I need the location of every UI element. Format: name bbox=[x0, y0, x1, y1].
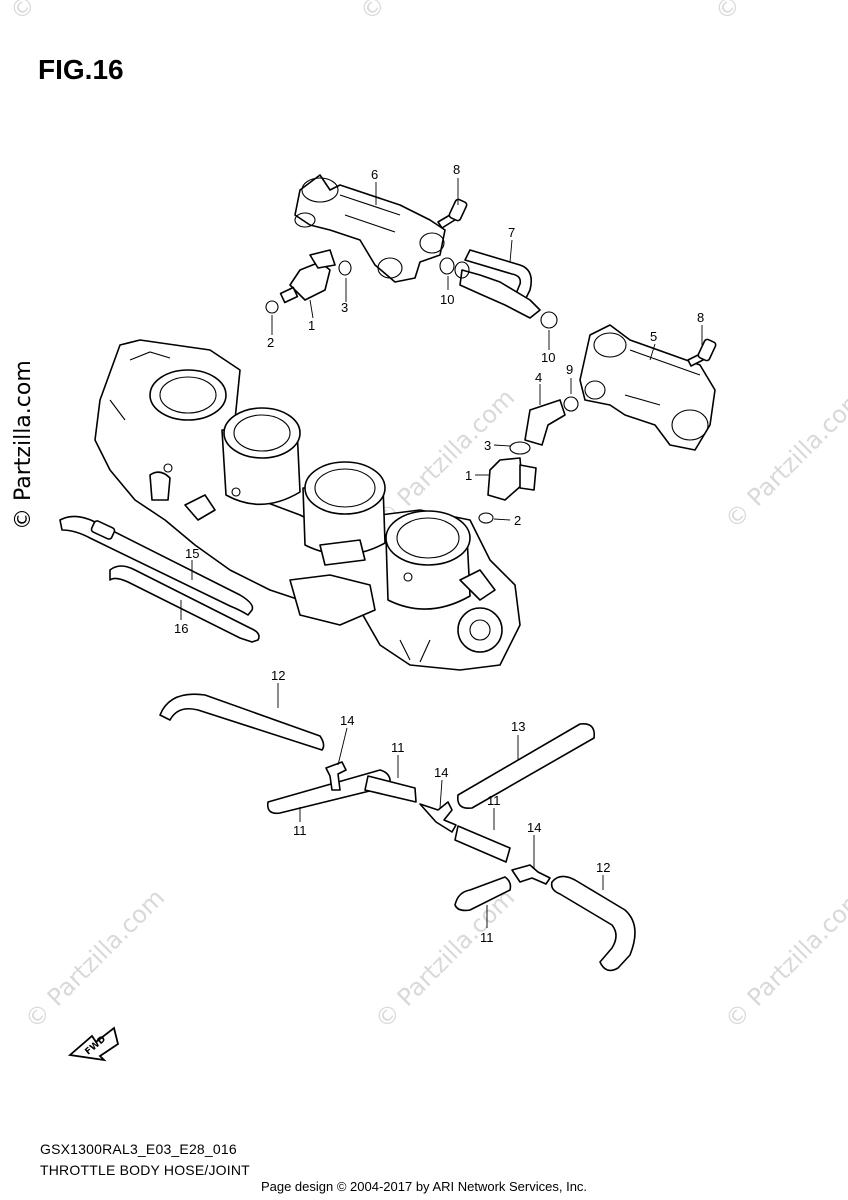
throttle-hoses bbox=[59, 515, 260, 643]
callout: 3 bbox=[484, 438, 491, 453]
watermark: © Partzilla.com bbox=[354, 0, 505, 26]
callout: 11 bbox=[391, 740, 405, 755]
bolt-upper bbox=[437, 198, 468, 229]
callout: 4 bbox=[535, 370, 542, 385]
watermark: © Partzilla.com bbox=[719, 383, 848, 534]
callout: 1 bbox=[465, 468, 472, 483]
watermark: © Partzilla.com bbox=[369, 883, 520, 1034]
callout: 3 bbox=[341, 300, 348, 315]
callout: 9 bbox=[566, 362, 573, 377]
callout: 10 bbox=[541, 350, 555, 365]
callout-numbers: 8 6 7 1 3 10 10 2 8 5 9 4 3 1 2 15 16 12… bbox=[174, 162, 704, 945]
callout: 8 bbox=[697, 310, 704, 325]
callout: 15 bbox=[185, 546, 199, 561]
callout: 11 bbox=[480, 930, 494, 945]
bolt-lower bbox=[687, 338, 717, 367]
leader-lines bbox=[180, 178, 703, 928]
callout: 11 bbox=[487, 793, 501, 808]
hose-short-pieces bbox=[266, 769, 512, 912]
diagram-code: GSX1300RAL3_E03_E28_016 bbox=[40, 1141, 237, 1157]
fuel-hose bbox=[459, 249, 541, 319]
callout: 8 bbox=[453, 162, 460, 177]
hose-lower-bend bbox=[550, 875, 636, 972]
callout: 12 bbox=[596, 860, 610, 875]
callout: 12 bbox=[271, 668, 285, 683]
watermark: © Partzilla.com bbox=[369, 383, 520, 534]
callout: 2 bbox=[267, 335, 274, 350]
injector-lower bbox=[487, 457, 537, 501]
fuel-joint bbox=[524, 399, 566, 446]
side-watermark: © Partzilla.com bbox=[11, 360, 36, 530]
watermark: © Partzilla.com bbox=[4, 0, 155, 26]
callout: 7 bbox=[508, 225, 515, 240]
fuel-rail-lower bbox=[579, 324, 716, 451]
hose-straight-long bbox=[456, 722, 596, 810]
fwd-arrow-icon: FWD bbox=[67, 1026, 120, 1062]
watermark: © Partzilla.com bbox=[719, 883, 848, 1034]
injector-upper bbox=[279, 249, 336, 304]
callout: 5 bbox=[650, 329, 657, 344]
callout: 10 bbox=[440, 292, 454, 307]
watermark: © Partzilla.com bbox=[709, 0, 848, 26]
callout: 16 bbox=[174, 621, 188, 636]
watermark: © Partzilla.com bbox=[19, 883, 170, 1034]
hose-upper-bend bbox=[159, 693, 325, 751]
callout: 14 bbox=[527, 820, 541, 835]
callout: 14 bbox=[340, 713, 354, 728]
callout: 13 bbox=[511, 719, 525, 734]
callout: 11 bbox=[293, 823, 307, 838]
figure-title: FIG.16 bbox=[38, 54, 124, 85]
page-credit: Page design © 2004-2017 by ARI Network S… bbox=[260, 1179, 588, 1194]
callout: 2 bbox=[514, 513, 521, 528]
callout: 14 bbox=[434, 765, 448, 780]
throttle-body-assembly bbox=[94, 339, 521, 671]
fuel-rail-upper bbox=[294, 174, 446, 283]
diagram-name: THROTTLE BODY HOSE/JOINT bbox=[40, 1162, 250, 1178]
t-joints bbox=[325, 761, 551, 885]
callout: 1 bbox=[308, 318, 315, 333]
o-rings bbox=[265, 257, 579, 524]
callout: 6 bbox=[371, 167, 378, 182]
